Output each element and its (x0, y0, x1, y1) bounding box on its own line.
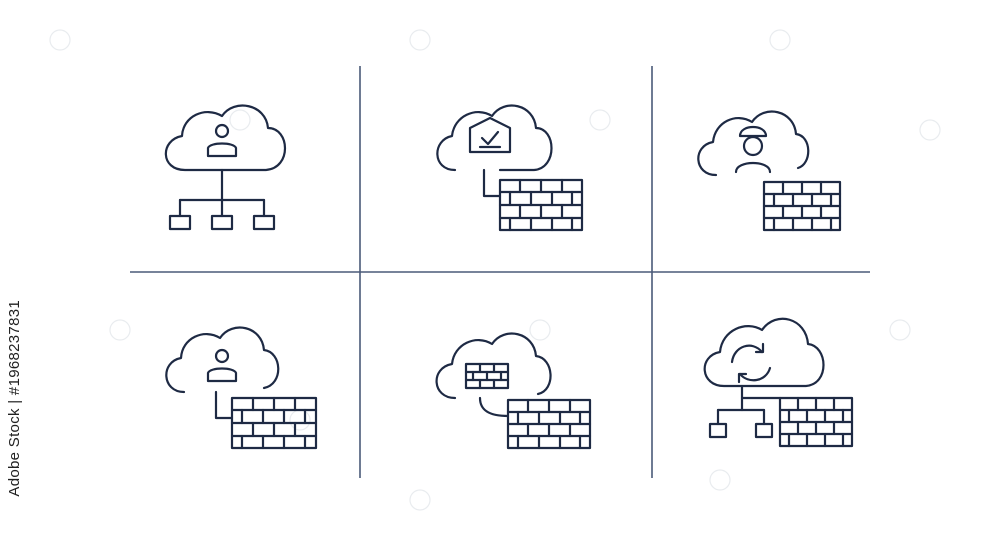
stock-credit-label: Adobe Stock | #1968237831 (6, 300, 23, 497)
cloud-sync-network-firewall-icon (703, 317, 854, 448)
cloud-firewall-firewall-icon (435, 332, 592, 450)
cloud-worker-firewall-icon (697, 110, 842, 232)
cloud-user-network-icon (164, 104, 287, 231)
cloud-user-firewall-icon (165, 326, 318, 450)
cloud-shield-firewall-icon (436, 104, 584, 232)
